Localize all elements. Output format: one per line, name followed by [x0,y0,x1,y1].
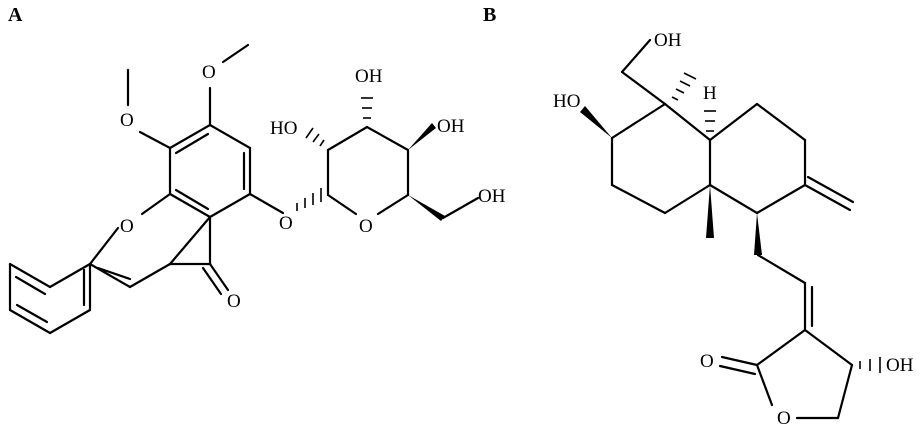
atom-a-oh-chain: OH [478,186,506,207]
lactone-ring [718,328,881,420]
panel-label-b: B [483,4,497,26]
chromone-a-ring [168,123,252,219]
atom-a-oh-left: HO [270,118,297,139]
atom-b-h-junction: H [703,83,717,104]
atom-b-oh-lactone: OH [886,355,914,376]
structure-a: O O O O O O OH HO OH OH [8,43,506,335]
atom-a-o-glycosidic: O [279,213,293,234]
atom-b-oh-left: HO [553,91,580,112]
decalin-left-ring [610,102,712,215]
atom-b-oh-chain: OH [654,30,682,51]
atom-a-o-methoxy-top: O [202,62,216,83]
atom-a-oh-right: OH [437,116,465,137]
atom-a-o-methoxy-left: O [120,110,134,131]
phenyl-ring [8,262,92,335]
chromone-c-ring [88,192,230,296]
atom-a-o-carbonyl: O [227,291,241,312]
panel-label-a: A [8,4,23,26]
sugar-ring [305,97,480,221]
structure-b: OH HO H O O OH [553,30,914,429]
side-chain [756,253,814,332]
atom-a-o-ring: O [120,216,134,237]
atom-b-o-carbonyl: O [700,351,714,372]
decalin-substituents [580,38,762,255]
glycosidic-bond [248,188,322,215]
methoxy-groups [126,43,250,150]
atom-a-oh-top: OH [355,66,383,87]
decalin-right-ring [708,102,855,215]
atom-b-o-lactone: O [777,408,791,429]
atom-a-o-sugar-ring: O [359,216,373,237]
